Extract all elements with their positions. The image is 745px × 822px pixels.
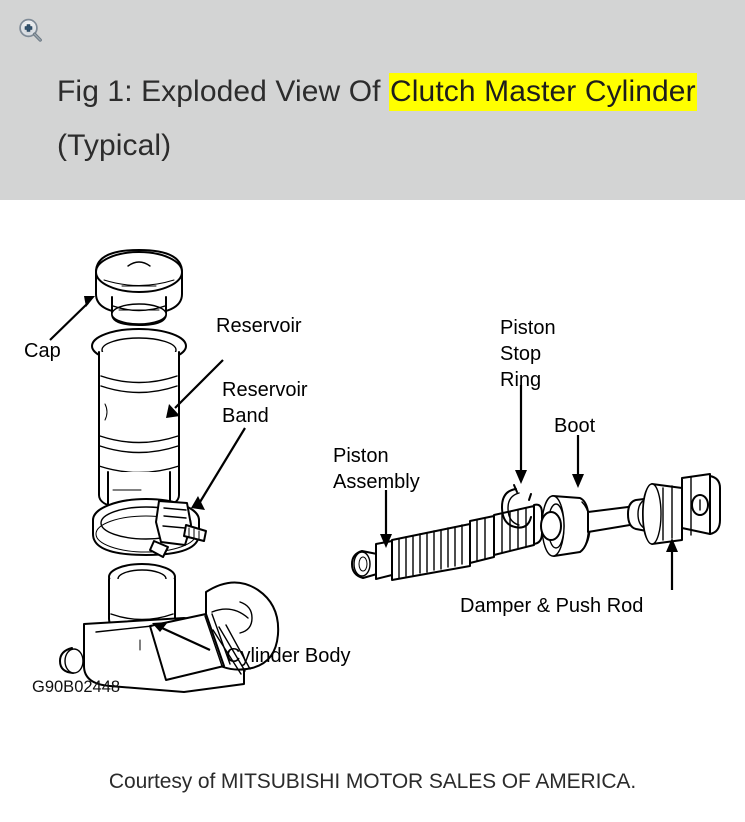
figure-title-prefix: Fig 1: Exploded View Of [57, 75, 390, 108]
label-piston-1: Piston [333, 445, 389, 467]
part-boot [540, 495, 591, 557]
leader-reservoir-band [191, 427, 246, 510]
figure-title: Fig 1: Exploded View Of Clutch Master Cy… [57, 65, 727, 173]
part-reservoir-band [92, 498, 207, 558]
part-piston-stop-ring [501, 484, 532, 529]
label-reservoir-band-1: Reservoir [222, 379, 308, 401]
leader-reservoir [166, 359, 224, 418]
exploded-view-figure: Cap Reservoir Reservoir Band Piston Asse… [0, 200, 745, 720]
part-cap [95, 249, 183, 326]
leader-damper-push-rod [666, 538, 678, 590]
leader-piston-stop-ring [515, 385, 527, 484]
part-reservoir [91, 328, 187, 517]
zoom-in-icon[interactable] [17, 17, 45, 45]
label-piston-2: Assembly [333, 471, 420, 493]
figure-header-band: Fig 1: Exploded View Of Clutch Master Cy… [0, 0, 745, 200]
courtesy-text: Courtesy of MITSUBISHI MOTOR SALES OF AM… [108, 770, 637, 793]
part-piston-assembly [351, 503, 543, 581]
label-stop-ring-3: Ring [500, 369, 541, 391]
label-stop-ring-2: Stop [500, 343, 541, 365]
part-damper-push-rod [587, 473, 721, 545]
label-stop-ring-1: Piston [500, 317, 556, 339]
leader-boot [572, 435, 584, 488]
part-cylinder-body [59, 563, 280, 693]
leader-piston-assembly [380, 490, 392, 548]
figure-footer: Courtesy of MITSUBISHI MOTOR SALES OF AM… [0, 720, 745, 822]
label-damper-push-rod: Damper & Push Rod [460, 595, 643, 617]
clutch-master-cylinder-drawing: Cap Reservoir Reservoir Band Piston Asse… [24, 249, 721, 696]
label-reservoir-band-2: Band [222, 405, 269, 427]
label-cylinder-body: Cylinder Body [226, 645, 351, 667]
leader-cylinder-body [152, 622, 211, 651]
figure-title-suffix: (Typical) [57, 129, 172, 162]
leader-cap [49, 296, 95, 341]
label-reservoir: Reservoir [216, 315, 302, 337]
label-boot: Boot [554, 415, 596, 437]
zoom-in-magnifier-icon [19, 18, 42, 42]
figure-title-highlight: Clutch Master Cylinder [389, 73, 697, 111]
label-cap: Cap [24, 340, 61, 362]
drawing-code: G90B02448 [32, 678, 120, 696]
